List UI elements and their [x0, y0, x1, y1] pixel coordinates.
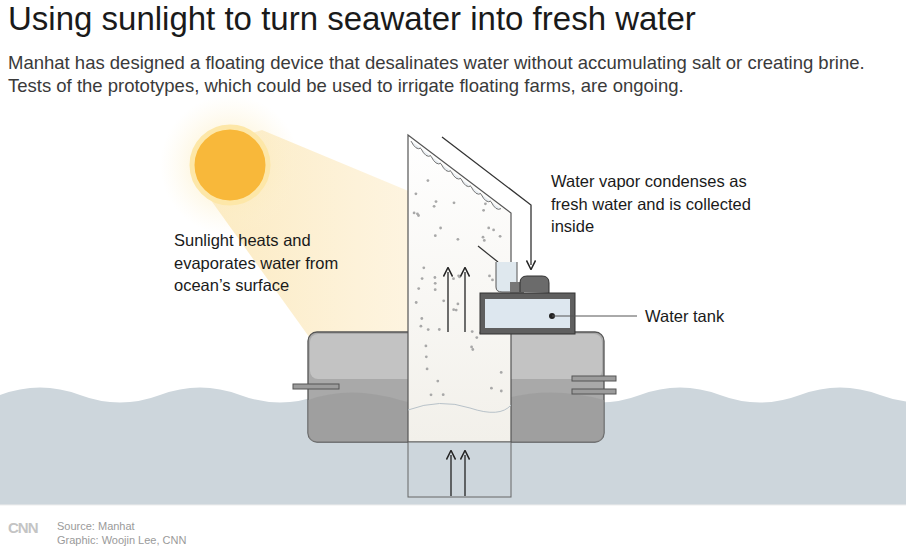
vapor-dot	[415, 301, 418, 304]
vapor-dot	[500, 390, 503, 393]
footer-rule	[0, 505, 906, 506]
vapor-dot	[434, 234, 437, 237]
logo: CNN	[8, 519, 38, 536]
vapor-dot	[491, 279, 494, 282]
vapor-dot	[482, 209, 485, 212]
float-handle	[572, 389, 616, 394]
vapor-dot	[488, 275, 491, 278]
condensate-drop	[441, 164, 451, 172]
condensate-drops	[411, 141, 501, 209]
vapor-dot	[457, 303, 460, 306]
annotation: Sunlight heats and evaporates water from…	[174, 229, 374, 297]
condensate-drop	[421, 149, 431, 157]
evaporation-column	[408, 135, 511, 442]
vapor-dot	[490, 387, 493, 390]
vapor-dot	[421, 277, 424, 280]
drip-guide	[478, 246, 498, 262]
vapor-dot	[435, 200, 438, 203]
vapor-dot	[475, 336, 478, 339]
vapor-dot	[484, 202, 487, 205]
tank-water	[485, 299, 570, 328]
vapor-dot	[442, 299, 445, 302]
vapor-arrow	[464, 272, 465, 332]
vapor-dot	[470, 346, 473, 349]
sun	[192, 127, 268, 203]
source-note: Source: Manhat	[57, 519, 135, 533]
condensate-drop	[461, 179, 471, 187]
vapor-dot	[482, 236, 485, 239]
vapor-arrow	[447, 272, 448, 332]
inflow-arrow	[464, 455, 465, 496]
tank-inlet	[520, 276, 549, 293]
vapor-dot	[483, 239, 486, 242]
vapor-dot	[492, 229, 495, 232]
vapor-dot	[427, 328, 430, 331]
vapor-dot	[425, 355, 428, 358]
water-tank	[480, 293, 575, 334]
vapor-dot	[452, 308, 455, 311]
vapor-dot	[434, 276, 437, 279]
vapor-dot	[430, 393, 433, 396]
condensate-drop	[431, 156, 441, 164]
vapor-dot	[427, 179, 430, 182]
vapor-dot	[434, 288, 437, 291]
condensate-drop	[411, 141, 421, 149]
vapor-dot	[457, 238, 460, 241]
float-handle	[572, 376, 616, 381]
vapor-dot	[471, 348, 474, 351]
vapor-dot	[452, 277, 455, 280]
chart-title: Using sunlight to turn seawater into fre…	[8, 0, 696, 38]
vapor-dot	[420, 317, 423, 320]
vapor-dot	[426, 368, 429, 371]
vapor-dot	[500, 371, 503, 374]
part-label: Water tank	[645, 305, 724, 328]
annotation: Water vapor condenses as fresh water and…	[551, 170, 766, 238]
inflow-arrow	[450, 455, 451, 496]
vapor-dot	[434, 282, 437, 285]
vapor-dot	[415, 192, 418, 195]
subtitle: Manhat has designed a floating device th…	[8, 51, 900, 97]
leader-line	[552, 316, 637, 317]
vapor-dots	[413, 179, 503, 396]
vapor-dot	[455, 309, 458, 312]
condensate-drop	[451, 171, 461, 179]
credit-note: Graphic: Woojin Lee, CNN	[57, 533, 186, 547]
vapor-dot	[487, 227, 490, 230]
sun-glow	[160, 95, 300, 235]
vapor-dot	[499, 235, 502, 238]
condensate-flow-arrow	[442, 137, 531, 265]
vapor-dot	[425, 345, 428, 348]
vapor-dot	[457, 274, 460, 277]
vapor-dot	[439, 227, 442, 230]
vapor-dot	[453, 201, 456, 204]
condensate-drop	[471, 186, 481, 194]
water-level	[408, 403, 511, 412]
condensate-drop	[491, 202, 501, 210]
vapor-dot	[442, 393, 445, 396]
vapor-dot	[438, 328, 441, 331]
water-inlet	[408, 442, 511, 497]
vapor-dot	[471, 330, 474, 333]
condensate-drop	[481, 194, 491, 202]
vapor-dot	[416, 212, 419, 215]
float-handle	[293, 384, 339, 389]
vapor-dot	[433, 205, 436, 208]
vapor-dot	[413, 212, 416, 215]
vapor-dot	[420, 325, 423, 328]
vapor-dot	[436, 380, 439, 383]
vapor-dot	[422, 266, 425, 269]
vapor-dot	[417, 287, 420, 290]
